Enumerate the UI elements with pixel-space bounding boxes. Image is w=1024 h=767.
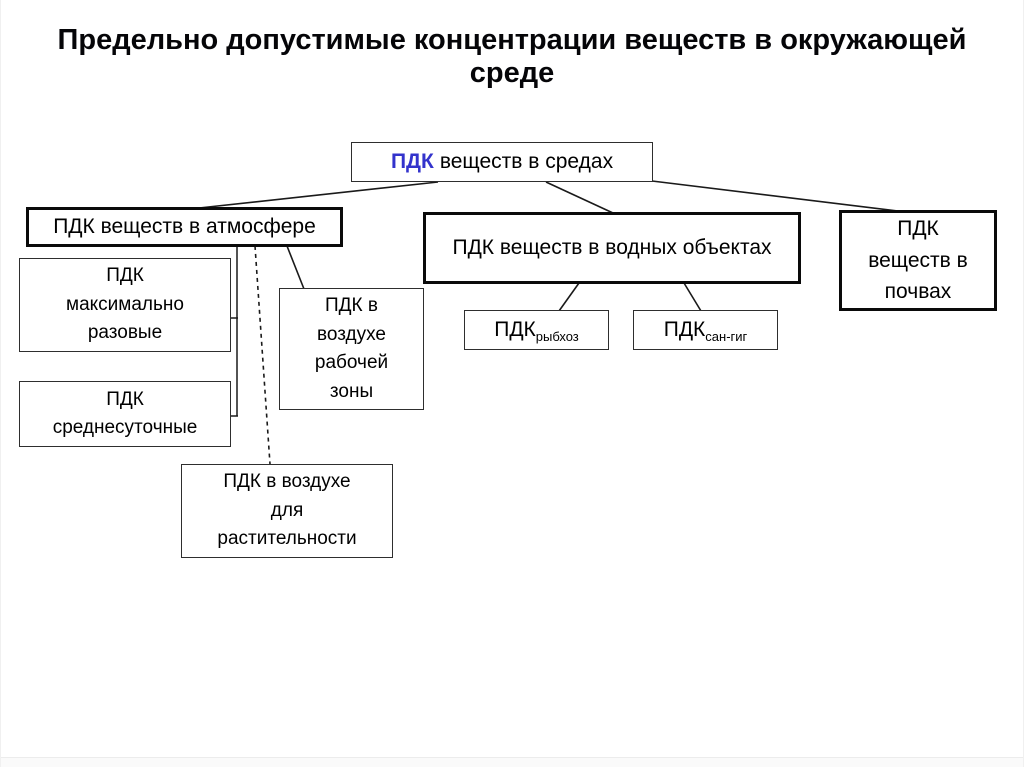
node-work-zone: ПДК в воздухе рабочей зоны	[279, 288, 424, 410]
node-sanitary-label: ПДКсан-гиг	[664, 314, 748, 347]
slide-title: Предельно допустимые концентрации вещест…	[57, 24, 967, 90]
node-fishery-subscript: рыбхоз	[535, 328, 579, 344]
connector-atmosphere-vegetation	[254, 245, 271, 465]
connector-water-sanitary	[683, 282, 702, 312]
node-daily-average-label: ПДК среднесуточные	[52, 388, 198, 439]
node-daily-average: ПДК среднесуточные	[19, 381, 231, 447]
node-fishery-label: ПДКрыбхоз	[494, 314, 579, 347]
node-water-label: ПДК веществ в водных объектах	[452, 236, 772, 260]
slide-edge	[1, 757, 1023, 767]
node-sanitary: ПДКсан-гиг	[633, 310, 778, 350]
node-max-single: ПДК максимально разовые	[19, 258, 231, 352]
node-root-abbr: ПДК	[390, 150, 434, 174]
node-root: ПДК веществ в средах	[351, 142, 653, 182]
connector-water-fishery	[558, 282, 580, 312]
connector-root-soil	[651, 180, 899, 212]
node-work-zone-label: ПДК в воздухе рабочей зоны	[314, 295, 389, 402]
connector-root-atmosphere	[198, 181, 439, 209]
node-atmosphere: ПДК веществ в атмосфере	[26, 207, 343, 247]
node-soil-label: ПДК веществ в почвах	[868, 217, 968, 304]
node-water: ПДК веществ в водных объектах	[423, 212, 801, 284]
node-sanitary-subscript: сан-гиг	[705, 328, 748, 344]
node-root-label: веществ в средах	[439, 150, 614, 174]
connector-atmosphere-workzone	[286, 245, 305, 290]
node-sanitary-base: ПДК	[663, 317, 706, 341]
node-max-single-label: ПДК максимально разовые	[66, 265, 184, 344]
node-fishery: ПДКрыбхоз	[464, 310, 609, 350]
connector-root-water	[545, 181, 614, 214]
node-fishery-base: ПДК	[494, 317, 536, 341]
node-soil: ПДК веществ в почвах	[839, 210, 997, 311]
node-vegetation-label: ПДК в воздухе для растительности	[217, 471, 357, 550]
node-vegetation: ПДК в воздухе для растительности	[181, 464, 393, 558]
node-atmosphere-label: ПДК веществ в атмосфере	[53, 215, 316, 239]
